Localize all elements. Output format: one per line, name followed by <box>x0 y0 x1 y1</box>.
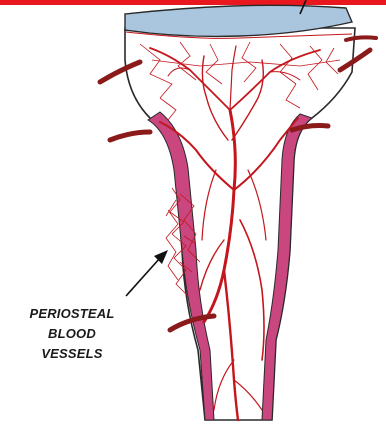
periosteal-artery-left-mid <box>110 132 150 140</box>
label-line-2: BLOOD <box>10 324 134 344</box>
periosteal-artery-right-mid <box>292 126 328 131</box>
label-line-3: VESSELS <box>10 344 134 364</box>
label-arrow <box>126 250 168 296</box>
periosteal-blood-vessels-label: PERIOSTEAL BLOOD VESSELS <box>10 304 134 364</box>
periosteal-artery-top-right <box>346 37 376 40</box>
bone-outline <box>125 28 355 420</box>
label-line-1: PERIOSTEAL <box>10 304 134 324</box>
